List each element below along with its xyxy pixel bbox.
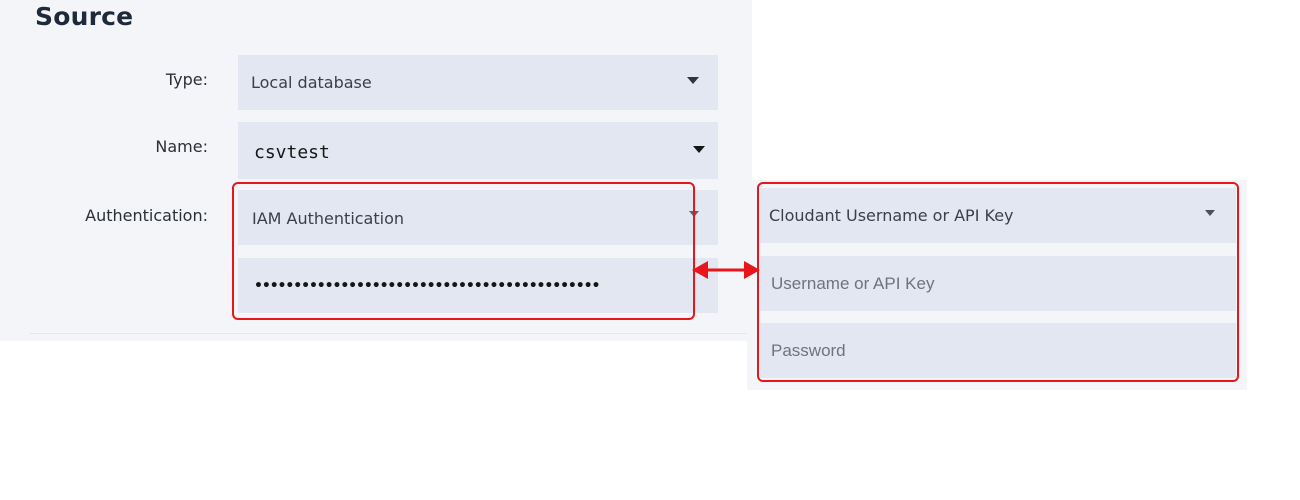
cloudant-auth-highlight bbox=[757, 182, 1239, 382]
panel-divider bbox=[30, 333, 748, 334]
type-dropdown[interactable]: Local database bbox=[238, 55, 718, 110]
authentication-label: Authentication: bbox=[85, 206, 208, 225]
name-label: Name: bbox=[155, 137, 208, 156]
password-placeholder: Password bbox=[771, 340, 846, 360]
cloudant-auth-method-dropdown[interactable]: Cloudant Username or API Key bbox=[760, 188, 1236, 243]
username-input[interactable]: Username or API Key bbox=[760, 256, 1236, 311]
type-dropdown-value: Local database bbox=[251, 73, 372, 92]
name-dropdown[interactable]: csvtest bbox=[238, 122, 718, 179]
double-arrow-icon bbox=[692, 261, 760, 279]
source-auth-highlight bbox=[232, 182, 695, 320]
password-input[interactable]: Password bbox=[760, 323, 1236, 378]
api-key-input[interactable]: ••••••••••••••••••••••••••••••••••••••••… bbox=[238, 258, 718, 313]
chevron-down-icon bbox=[693, 146, 705, 153]
chevron-down-icon bbox=[687, 77, 699, 84]
type-label: Type: bbox=[165, 70, 208, 89]
username-placeholder: Username or API Key bbox=[771, 273, 935, 293]
chevron-down-icon bbox=[1205, 210, 1215, 216]
name-dropdown-value: csvtest bbox=[254, 141, 330, 163]
cloudant-auth-method-value: Cloudant Username or API Key bbox=[769, 206, 1014, 225]
page-title: Source bbox=[35, 2, 134, 31]
authentication-dropdown[interactable]: IAM Authentication bbox=[238, 190, 718, 245]
api-key-masked-value: ••••••••••••••••••••••••••••••••••••••••… bbox=[254, 277, 600, 294]
authentication-dropdown-value: IAM Authentication bbox=[252, 209, 405, 228]
